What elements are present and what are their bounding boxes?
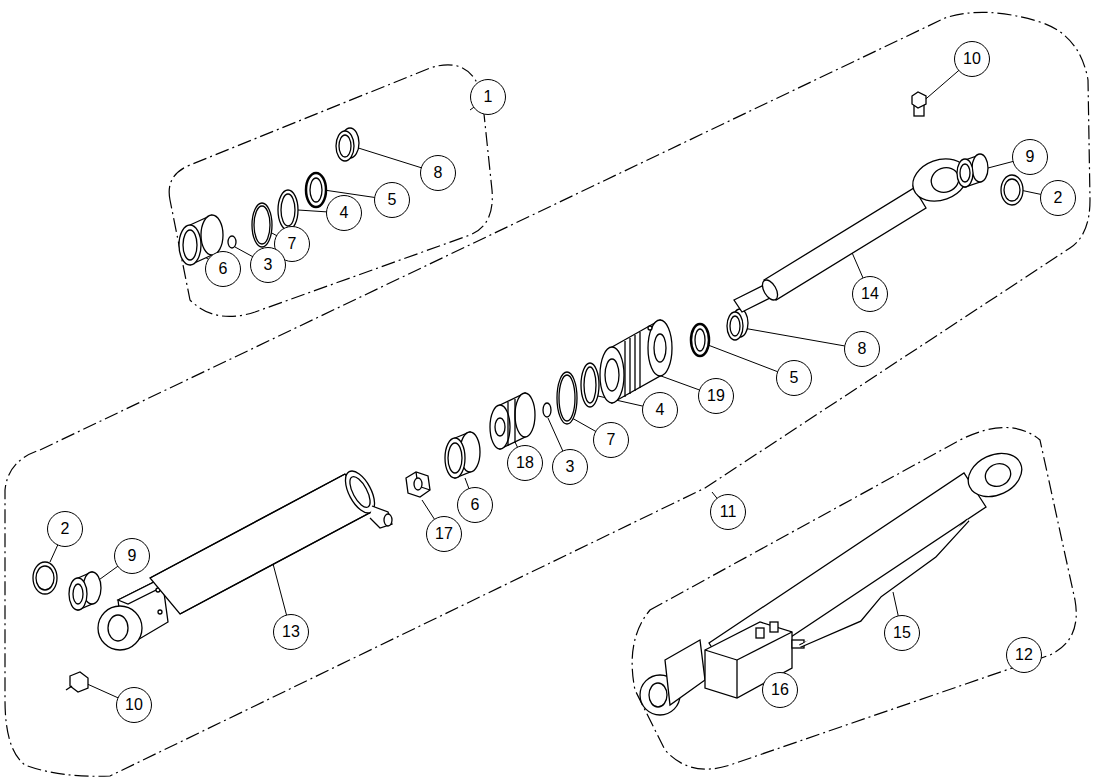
callout-circle: 19: [698, 378, 734, 414]
callout-circle: 8: [420, 155, 456, 191]
callout-number: 4: [340, 205, 349, 221]
callout-number: 11: [720, 504, 737, 520]
callout-number: 14: [861, 286, 879, 302]
callout-number: 9: [1026, 149, 1035, 165]
callout-circle: 16: [762, 672, 798, 708]
callout-number: 18: [516, 455, 534, 471]
callout-circle: 14: [852, 276, 888, 312]
leader-lines: [50, 59, 1058, 705]
callout-circle: 18: [507, 445, 543, 481]
callout-circle: 15: [884, 615, 920, 651]
callout-circle: 8: [844, 331, 880, 367]
callout-circle: 1: [470, 79, 506, 115]
callout-number: 5: [388, 192, 397, 208]
callout-circle: 3: [552, 449, 588, 485]
callout-number: 10: [125, 697, 143, 713]
callout-number: 12: [1015, 647, 1033, 663]
parts: [33, 92, 1029, 715]
callout-number: 7: [607, 432, 616, 448]
callout-circle: 13: [273, 614, 309, 650]
callout-circle: 4: [326, 195, 362, 231]
callout-circle: 12: [1006, 637, 1042, 673]
group-outline: [5, 12, 1090, 776]
callout-circle: 5: [374, 182, 410, 218]
callout-circle: 17: [426, 516, 462, 552]
callout-number: 17: [435, 526, 453, 542]
callout-number: 9: [128, 548, 137, 564]
callout-number: 4: [656, 402, 665, 418]
callout-number: 5: [790, 370, 799, 386]
callout-circle: 4: [642, 392, 678, 428]
callout-number: 7: [288, 236, 297, 252]
callout-number: 10: [963, 51, 981, 67]
callout-circle: 2: [1040, 180, 1076, 216]
callout-circle: 10: [116, 687, 152, 723]
callout-number: 13: [282, 624, 300, 640]
callout-number: 8: [858, 341, 867, 357]
callout-circle: 6: [205, 251, 241, 287]
callout-circle: 2: [47, 511, 83, 547]
callout-number: 3: [264, 257, 273, 273]
callout-circle: 3: [250, 247, 286, 283]
callout-circle: 6: [457, 487, 493, 523]
callout-number: 15: [893, 625, 911, 641]
callout-circle: 9: [1012, 139, 1048, 175]
callout-circle: 9: [114, 538, 150, 574]
callout-number: 6: [471, 497, 480, 513]
callout-number: 19: [707, 388, 725, 404]
callout-number: 6: [219, 261, 228, 277]
callout-number: 8: [434, 165, 443, 181]
callout-number: 16: [771, 682, 789, 698]
callout-number: 3: [566, 459, 575, 475]
callout-number: 2: [61, 521, 70, 537]
callout-circle: 5: [776, 360, 812, 396]
callout-circle: 11: [710, 494, 746, 530]
callout-number: 1: [484, 89, 493, 105]
callout-circle: 7: [593, 422, 629, 458]
callout-circle: 10: [954, 41, 990, 77]
callout-number: 2: [1054, 190, 1063, 206]
